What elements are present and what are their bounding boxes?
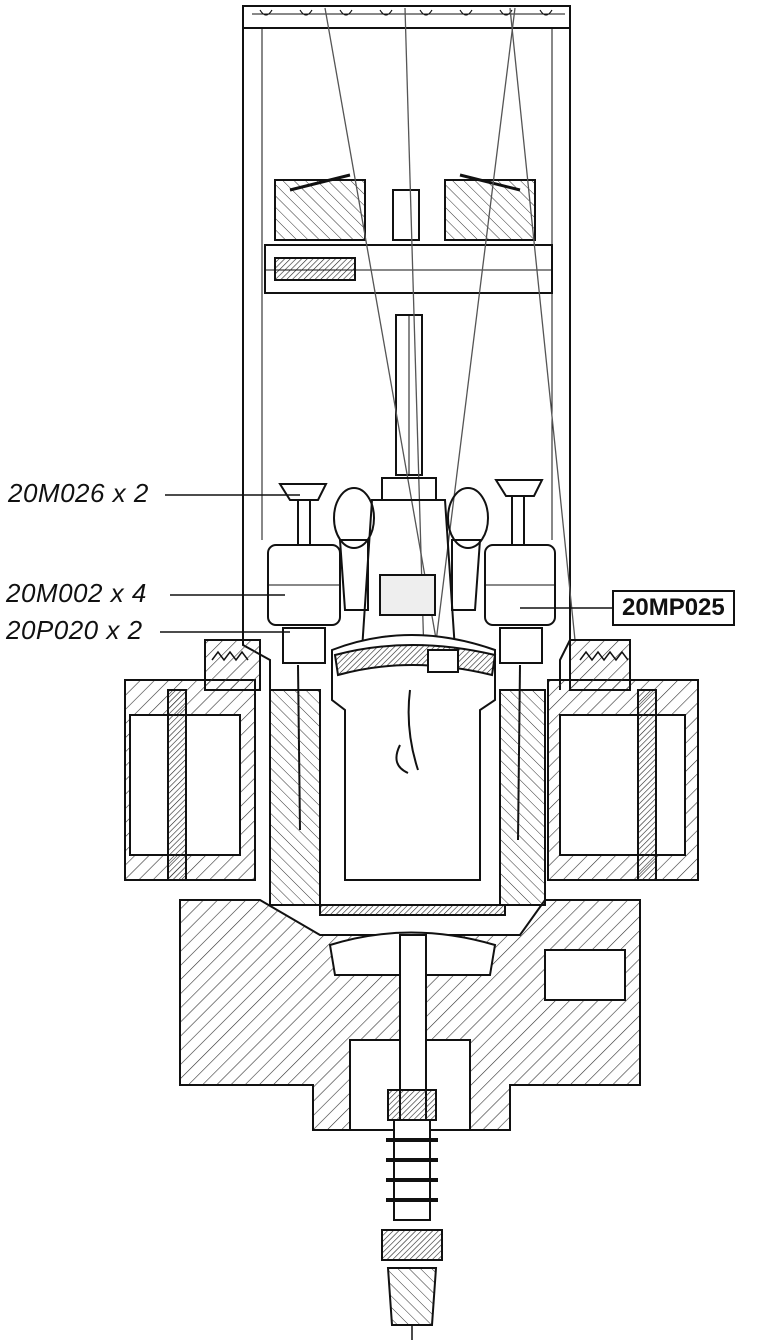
callout-label-3: 20P020 x 2 [6,615,143,645]
push-button-left [278,483,328,501]
bottom-stem [381,1089,443,1340]
piston-plate [264,244,553,294]
leader-lines [160,494,612,633]
top-cap [242,5,571,29]
indicator-left [333,487,375,549]
callout-label-4: 20MP025 [612,590,735,626]
housing-wall-right [559,28,571,690]
pilot-left [282,627,326,664]
valve-body [124,634,699,1136]
push-button-right [494,479,544,497]
callout-label-2: 20M002 x 4 [6,578,147,608]
pilot-right [499,627,543,664]
indicator-right [447,487,489,549]
callout-label-1: 20M026 x 2 [8,478,149,508]
spring-assembly [274,173,536,241]
housing-wall-left [242,28,271,690]
